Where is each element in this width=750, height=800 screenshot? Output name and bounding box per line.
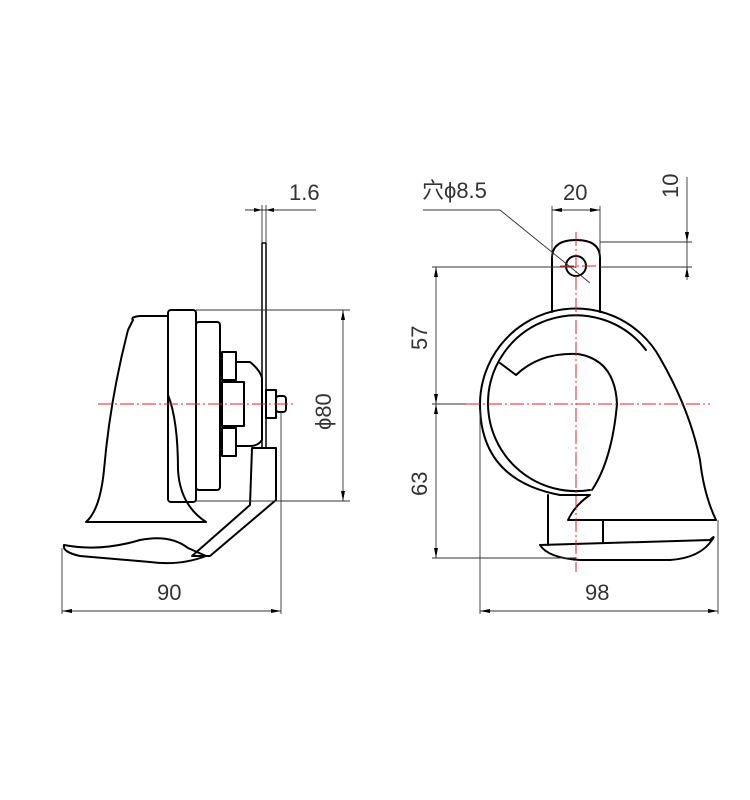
- dim-tab-width: 20: [563, 180, 587, 205]
- dim-bracket-thickness: 1.6: [289, 180, 320, 205]
- hole-leader-diagonal: [499, 209, 591, 284]
- arrow: [685, 232, 689, 242]
- arrow: [434, 404, 438, 414]
- dim-overall-width: 98: [585, 580, 609, 605]
- arrow: [434, 548, 438, 558]
- outer-shell: [479, 307, 717, 521]
- arrow: [590, 208, 600, 212]
- dim-tab-offset: 10: [658, 174, 683, 198]
- arrow: [552, 208, 562, 212]
- arrow: [480, 609, 490, 613]
- front-view: 穴ϕ8.5 20 10 57 63 98: [407, 174, 719, 614]
- terminal-top: [221, 351, 237, 381]
- diaphragm-housing: [195, 321, 221, 491]
- arrow: [271, 609, 281, 613]
- front-base: [539, 536, 715, 561]
- dim-diameter: ϕ80: [311, 393, 336, 430]
- inner-ring-lower: [487, 403, 591, 493]
- arrow: [434, 267, 438, 277]
- dim-mount-hole: 穴ϕ8.5: [422, 178, 487, 203]
- arrow: [685, 267, 689, 277]
- arrow: [62, 609, 72, 613]
- arrow: [341, 310, 345, 320]
- arrow: [341, 491, 345, 501]
- base-foot: [62, 537, 207, 565]
- side-view: 1.6 ϕ80 90: [61, 180, 350, 614]
- dim-overall-depth: 90: [157, 580, 181, 605]
- arrow: [434, 394, 438, 404]
- terminal-bottom: [221, 427, 237, 457]
- inner-spiral: [499, 352, 618, 491]
- dim-upper-height: 57: [407, 326, 432, 350]
- inner-ring: [486, 314, 647, 405]
- dim-lower-height: 63: [407, 472, 432, 496]
- bracket: [191, 447, 277, 557]
- arrow: [254, 208, 262, 212]
- arrow: [266, 208, 274, 212]
- arrow: [708, 609, 718, 613]
- horn-bell-outline: [85, 315, 207, 523]
